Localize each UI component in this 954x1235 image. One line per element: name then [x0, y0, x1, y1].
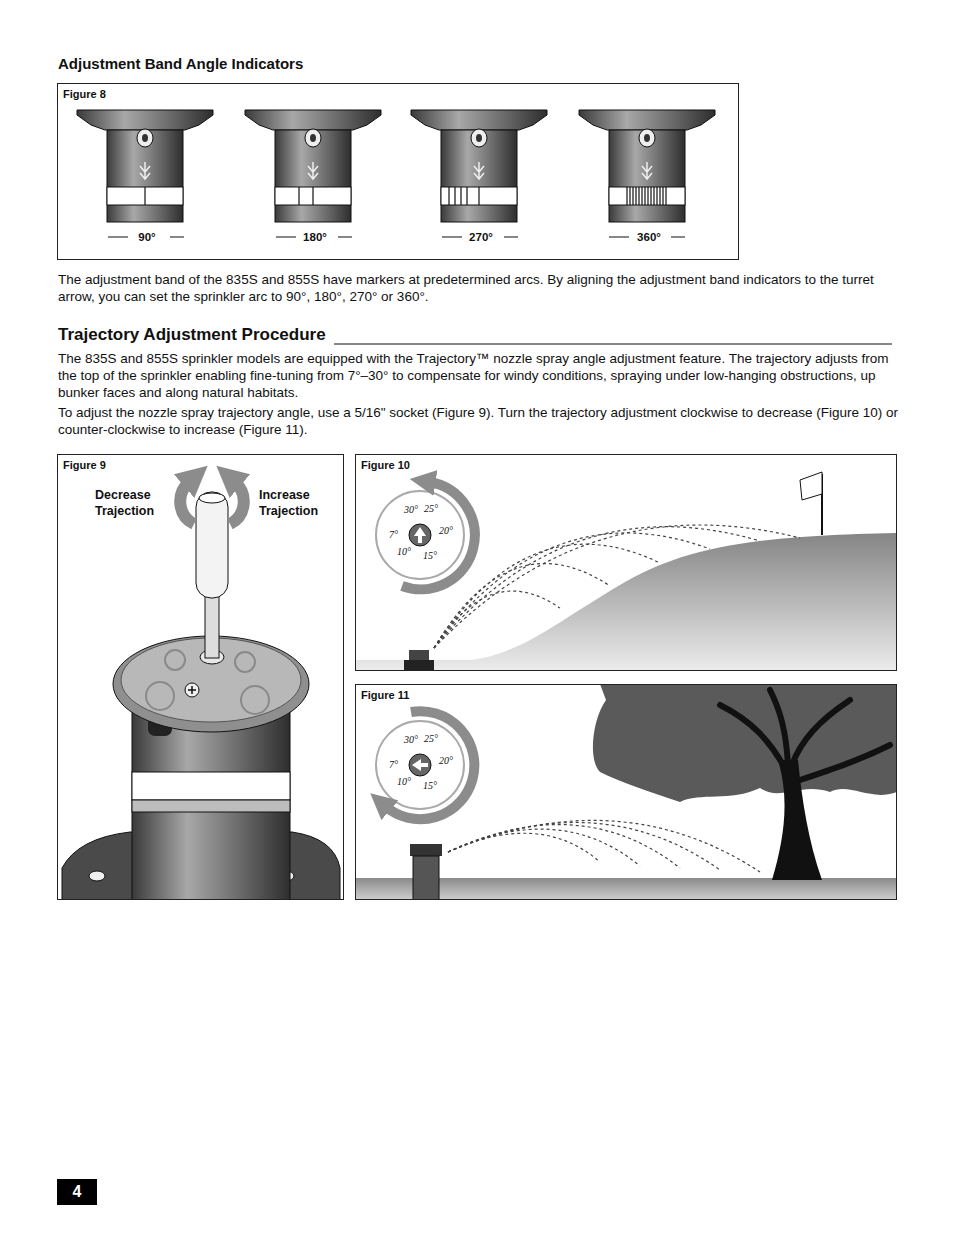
section-heading: Adjustment Band Angle Indicators: [58, 55, 303, 73]
dial-angle: 10°: [397, 546, 411, 558]
sprinkler-with-socket: [62, 481, 340, 899]
figure-caption: Figure 10: [356, 456, 415, 475]
arc-angle: 360°: [637, 230, 661, 244]
body-text: To adjust the nozzle spray trajectory an…: [58, 404, 903, 438]
figure-frame: Figure 9: [57, 454, 344, 900]
arc-angle: 90°: [138, 230, 155, 244]
figure-caption: Figure 9: [58, 456, 111, 475]
sprinkler-head: [245, 110, 381, 222]
hill-spray-scene: [356, 472, 896, 670]
figure-frame: Figure 8: [57, 83, 739, 260]
dial-angle: 30°: [404, 734, 418, 746]
tree-spray-scene: [356, 685, 896, 899]
dial-angle: 7°: [389, 529, 398, 541]
band-markers: [145, 187, 666, 205]
dial-angle: 10°: [397, 776, 411, 788]
dial-angle: 15°: [423, 780, 437, 792]
figure-caption: Figure 8: [58, 85, 111, 104]
sprinkler-head: [579, 110, 715, 222]
page-number-box: 4: [57, 1179, 97, 1205]
figure-frame: Figure 10: [355, 454, 897, 671]
dial-angle: 25°: [424, 503, 438, 515]
section-heading: Trajectory Adjustment Procedure: [58, 325, 326, 345]
heading-rule: [334, 344, 892, 345]
sprinkler-head: [411, 110, 547, 222]
body-text: The adjustment band of the 835S and 855S…: [58, 271, 903, 305]
dial-angle: 20°: [439, 525, 453, 537]
arc-angle: 180°: [303, 230, 327, 244]
dial-angle: 15°: [423, 550, 437, 562]
sprinkler-head: [77, 110, 213, 222]
body-text: The 835S and 855S sprinkler models are e…: [58, 350, 903, 401]
sprinkler-heads: [77, 110, 715, 237]
dial-angle: 7°: [389, 759, 398, 771]
page-number: 4: [73, 1183, 82, 1201]
figure-frame: Figure 11: [355, 684, 897, 900]
angle-dashes: [108, 237, 685, 238]
figure-caption: Figure 11: [356, 686, 414, 705]
dial-angle: 25°: [424, 733, 438, 745]
direction-label: Increase Trajection: [259, 487, 333, 519]
direction-label: Decrease Trajection: [95, 487, 169, 519]
dial-angle: 30°: [404, 504, 418, 516]
arc-angle: 270°: [469, 230, 493, 244]
dial-angle: 20°: [439, 755, 453, 767]
